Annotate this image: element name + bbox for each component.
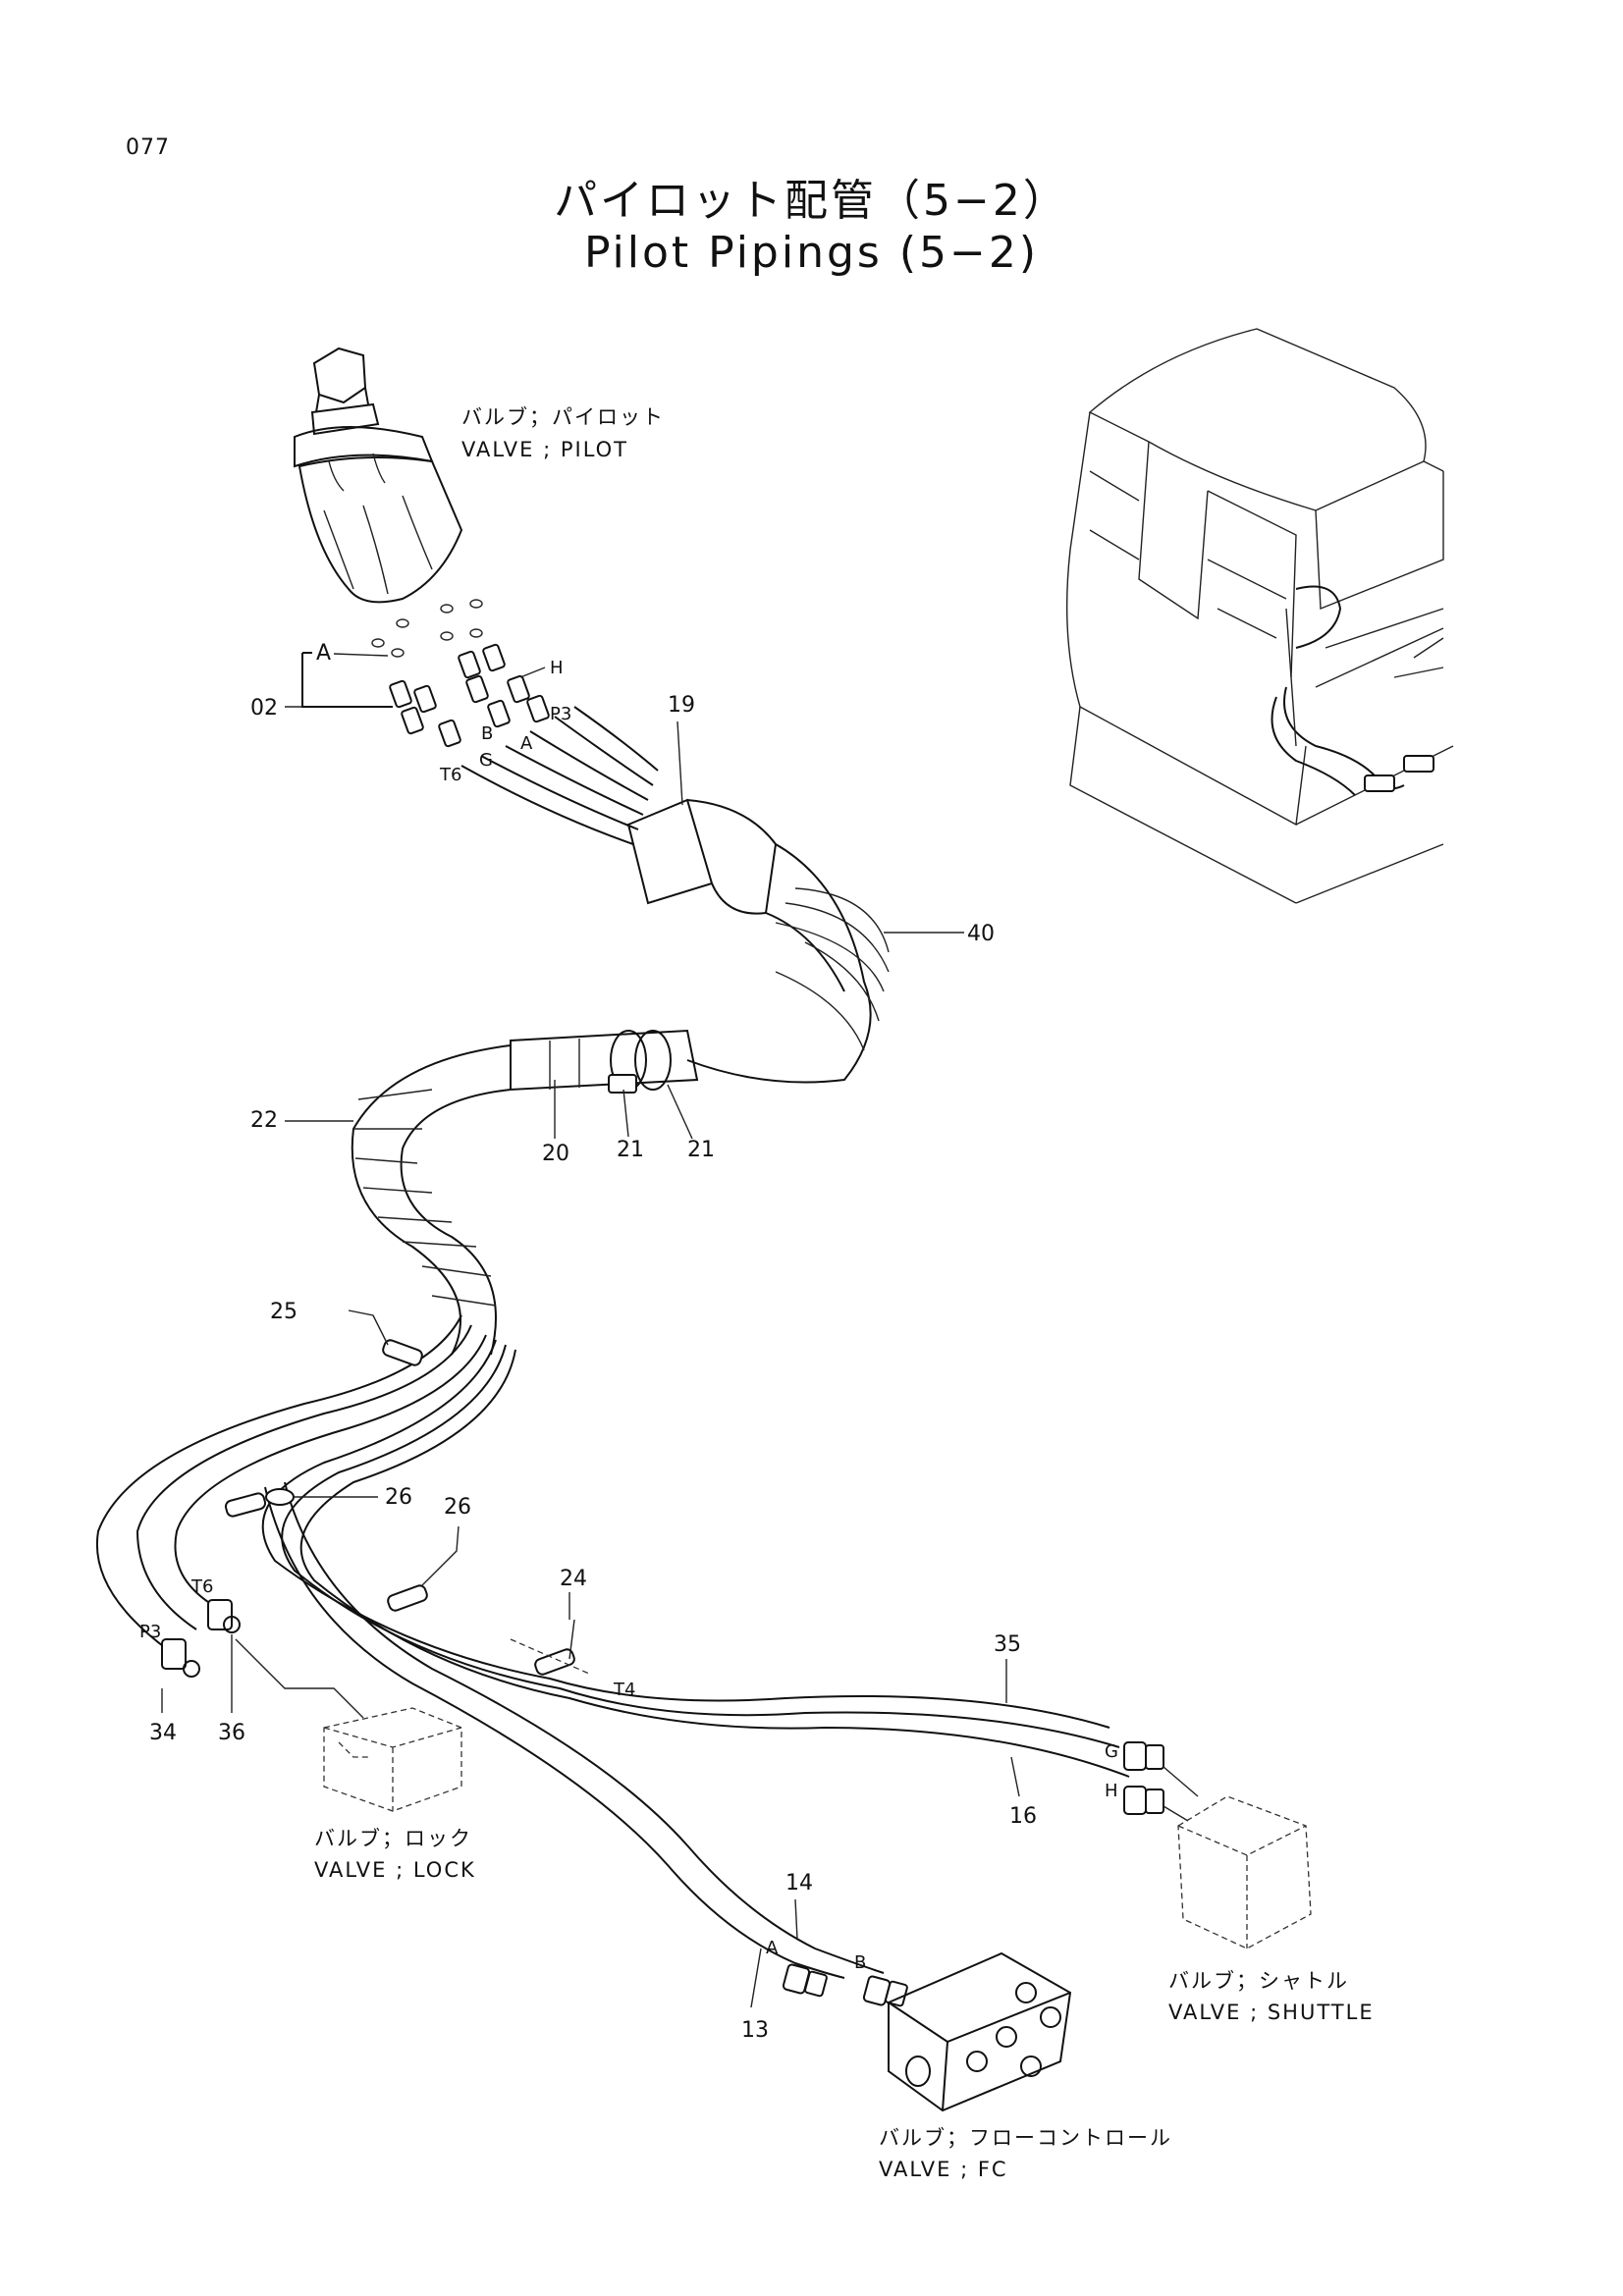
port-label-T4: T4 <box>613 1680 635 1700</box>
part-number-02: 02 <box>250 696 278 721</box>
part-number-36: 36 <box>218 1721 245 1745</box>
lock-valve-label-en: VALVE ; LOCK <box>314 1858 476 1882</box>
protective-sleeve <box>626 798 890 1084</box>
part-number-26-a: 26 <box>385 1485 412 1510</box>
lock-valve-box <box>323 1707 462 1812</box>
part-number-40: 40 <box>967 922 995 946</box>
page-title-english: Pilot Pipings (5−2) <box>583 228 1040 278</box>
port-label-P3-bottom: P3 <box>139 1622 161 1642</box>
cab-location-inset <box>1065 328 1454 904</box>
pilot-valve-label-en: VALVE ; PILOT <box>461 438 628 461</box>
part-number-34: 34 <box>149 1721 177 1745</box>
part-number-21-b: 21 <box>687 1138 715 1162</box>
page-number: 077 <box>126 135 170 160</box>
shuttle-valve-box <box>1163 1766 1312 1949</box>
part-number-25: 25 <box>270 1300 298 1324</box>
port-label-A2-top: A <box>520 733 533 754</box>
port-label-B-fc: B <box>854 1952 866 1973</box>
pilot-valve-label-jp: バルブ；パイロット <box>461 405 665 429</box>
lock-valve-fittings <box>161 1599 241 1678</box>
port-label-H-top: H <box>550 658 564 678</box>
port-label-G-top: G <box>479 750 493 771</box>
part-number-35: 35 <box>994 1632 1021 1657</box>
port-label-T6-top: T6 <box>439 765 461 785</box>
port-label-A-top: A <box>316 641 331 666</box>
port-label-T6-bottom: T6 <box>190 1576 213 1597</box>
port-label-A-fc: A <box>766 1938 779 1958</box>
fc-valve-fittings <box>782 1963 908 2007</box>
fc-valve-block <box>888 1951 1072 2112</box>
part-number-26-b: 26 <box>444 1495 471 1520</box>
fc-valve-label-en: VALVE ; FC <box>879 2158 1008 2181</box>
port-label-B-top: B <box>481 723 493 744</box>
sleeve-clamps <box>510 1029 699 1094</box>
port-label-G-right: G <box>1105 1741 1118 1762</box>
fittings-cluster <box>389 643 550 748</box>
part-number-16: 16 <box>1009 1804 1037 1829</box>
pilot-valve-drawing <box>294 347 483 658</box>
part-number-24: 24 <box>560 1567 587 1591</box>
shuttle-valve-label-en: VALVE ; SHUTTLE <box>1168 2001 1375 2024</box>
part-number-19: 19 <box>668 693 695 718</box>
part-number-21-a: 21 <box>617 1138 644 1162</box>
page-title-japanese: パイロット配管（5−2） <box>554 176 1069 226</box>
hose-bundle-lower <box>95 1314 1130 1979</box>
spiral-guard <box>351 1044 512 1356</box>
hose-bundle-upper <box>460 706 659 845</box>
part-number-20: 20 <box>542 1142 569 1166</box>
shuttle-valve-label-jp: バルブ；シャトル <box>1168 1969 1349 1993</box>
part-number-14: 14 <box>785 1871 813 1896</box>
lock-valve-label-jp: バルブ；ロック <box>314 1827 472 1850</box>
port-label-P3-top: P3 <box>550 704 571 724</box>
shuttle-valve-fittings <box>1123 1741 1164 1815</box>
part-number-13: 13 <box>741 2018 769 2043</box>
part-number-22: 22 <box>250 1108 278 1133</box>
port-label-H-right: H <box>1105 1781 1118 1801</box>
fc-valve-label-jp: バルブ；フローコントロール <box>879 2126 1172 2150</box>
